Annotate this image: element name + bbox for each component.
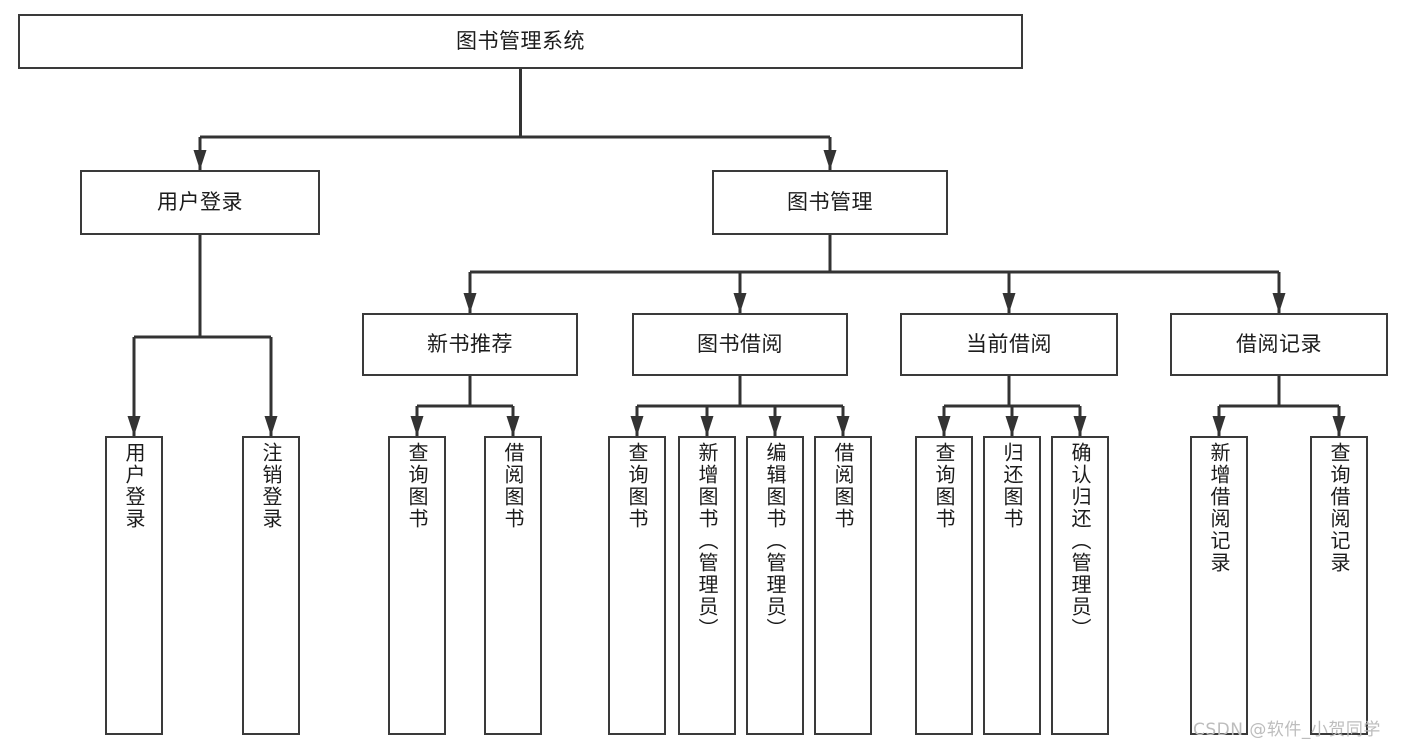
node-book-borrow[interactable]: 图书借阅 [632, 313, 848, 376]
node-label-br-add-record: 新增借阅记录 [1207, 442, 1231, 574]
node-label-br-query-record: 查询借阅记录 [1327, 442, 1351, 574]
node-label-user-login: 用户登录 [157, 190, 243, 215]
node-user-login-do[interactable]: 用户登录 [105, 436, 163, 735]
node-label-user-logout: 注销登录 [259, 442, 283, 530]
node-label-cb-confirm-return: 确认归还（管理员） [1068, 442, 1092, 640]
node-label-user-login-do: 用户登录 [122, 442, 146, 530]
node-borrow-record[interactable]: 借阅记录 [1170, 313, 1388, 376]
node-label-bb-edit-book: 编辑图书（管理员） [763, 442, 787, 640]
node-label-nb-query-book: 查询图书 [405, 442, 429, 530]
node-root[interactable]: 图书管理系统 [18, 14, 1023, 69]
node-label-new-book-recommend: 新书推荐 [427, 332, 513, 357]
node-cb-confirm-return[interactable]: 确认归还（管理员） [1051, 436, 1109, 735]
node-label-borrow-record: 借阅记录 [1236, 332, 1322, 357]
node-label-cb-query-book: 查询图书 [932, 442, 956, 530]
node-label-nb-borrow-book: 借阅图书 [501, 442, 525, 530]
node-book-manage[interactable]: 图书管理 [712, 170, 948, 235]
node-label-bb-add-book: 新增图书（管理员） [695, 442, 719, 640]
node-label-cb-return-book: 归还图书 [1000, 442, 1024, 530]
node-user-login[interactable]: 用户登录 [80, 170, 320, 235]
node-nb-query-book[interactable]: 查询图书 [388, 436, 446, 735]
node-nb-borrow-book[interactable]: 借阅图书 [484, 436, 542, 735]
node-label-book-manage: 图书管理 [787, 190, 873, 215]
node-label-root: 图书管理系统 [456, 29, 585, 54]
node-cb-return-book[interactable]: 归还图书 [983, 436, 1041, 735]
connector-lines [127, 69, 1346, 436]
node-br-add-record[interactable]: 新增借阅记录 [1190, 436, 1248, 735]
node-bb-borrow-book[interactable]: 借阅图书 [814, 436, 872, 735]
node-user-logout[interactable]: 注销登录 [242, 436, 300, 735]
node-new-book-recommend[interactable]: 新书推荐 [362, 313, 578, 376]
node-label-book-borrow: 图书借阅 [697, 332, 783, 357]
node-current-borrow[interactable]: 当前借阅 [900, 313, 1118, 376]
node-cb-query-book[interactable]: 查询图书 [915, 436, 973, 735]
node-bb-add-book[interactable]: 新增图书（管理员） [678, 436, 736, 735]
node-label-bb-borrow-book: 借阅图书 [831, 442, 855, 530]
node-label-current-borrow: 当前借阅 [966, 332, 1052, 357]
node-bb-edit-book[interactable]: 编辑图书（管理员） [746, 436, 804, 735]
node-label-bb-query-book: 查询图书 [625, 442, 649, 530]
node-bb-query-book[interactable]: 查询图书 [608, 436, 666, 735]
node-br-query-record[interactable]: 查询借阅记录 [1310, 436, 1368, 735]
